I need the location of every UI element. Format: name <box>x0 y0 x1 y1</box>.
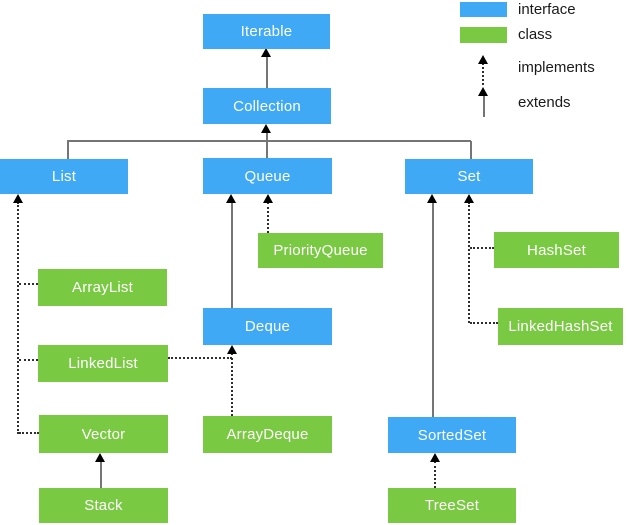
node-set: Set <box>405 159 533 194</box>
node-arraylist: ArrayList <box>38 269 167 306</box>
node-list: List <box>0 159 128 194</box>
node-vector: Vector <box>39 415 168 453</box>
edge-bus-drop-set <box>470 141 472 159</box>
arrowhead-up-icon <box>430 453 440 462</box>
edge-priorityqueue-implements-queue <box>267 202 269 233</box>
node-queue: Queue <box>203 158 332 194</box>
node-arraydeque: ArrayDeque <box>203 416 332 453</box>
arrowhead-up-icon <box>261 48 271 57</box>
edge-bus-list-queue-set <box>67 140 471 142</box>
node-collection: Collection <box>203 88 331 124</box>
node-sortedset: SortedSet <box>388 417 516 453</box>
node-treeset: TreeSet <box>388 488 516 523</box>
legend-interface-label: interface <box>518 1 576 18</box>
edge-trunk-to-collection <box>266 132 268 158</box>
node-linkedhashset: LinkedHashSet <box>498 308 623 345</box>
edge-arraylist-implements-list <box>19 283 38 285</box>
node-iterable: Iterable <box>203 14 330 49</box>
legend-class-swatch <box>460 27 507 43</box>
edge-vector-implements-list <box>19 432 39 434</box>
edge-implements-list-bus <box>17 202 19 434</box>
legend-implements-label: implements <box>518 59 595 76</box>
arrowhead-up-icon <box>478 87 488 96</box>
arrowhead-up-icon <box>263 194 273 203</box>
edge-implements-set-bus <box>468 202 470 323</box>
legend-class-label: class <box>518 26 553 43</box>
arrowhead-up-icon <box>464 194 474 203</box>
arrowhead-up-icon <box>13 194 23 203</box>
edge-deque-extends-queue <box>231 202 233 308</box>
edge-linkedlist-implements-deque <box>168 357 232 359</box>
node-hashset: HashSet <box>494 232 619 268</box>
legend-interface-swatch <box>460 2 507 17</box>
edge-collection-extends-iterable <box>266 56 268 88</box>
node-stack: Stack <box>39 488 168 523</box>
legend-extends-label: extends <box>518 94 571 111</box>
edge-treeset-implements-sortedset <box>434 461 436 488</box>
edge-linkedhashset-implements-set <box>470 322 498 324</box>
arrowhead-up-icon <box>226 194 236 203</box>
edge-arraydeque-implements-deque <box>231 353 233 416</box>
legend-extends-arrow-icon <box>483 95 485 117</box>
node-priorityqueue: PriorityQueue <box>258 233 383 268</box>
arrowhead-up-icon <box>261 124 271 133</box>
edge-bus-drop-list <box>67 141 69 159</box>
arrowhead-up-icon <box>95 453 105 462</box>
arrowhead-up-icon <box>427 194 437 203</box>
edge-stack-extends-vector <box>100 461 102 488</box>
node-linkedlist: LinkedList <box>38 345 168 382</box>
arrowhead-up-icon <box>227 345 237 354</box>
node-deque: Deque <box>203 308 332 345</box>
arrowhead-up-icon <box>478 55 488 64</box>
edge-linkedlist-implements-list <box>19 359 38 361</box>
edge-hashset-implements-set <box>470 247 494 249</box>
edge-sortedset-extends-set <box>432 202 434 417</box>
legend-implements-arrow-icon <box>482 63 484 85</box>
